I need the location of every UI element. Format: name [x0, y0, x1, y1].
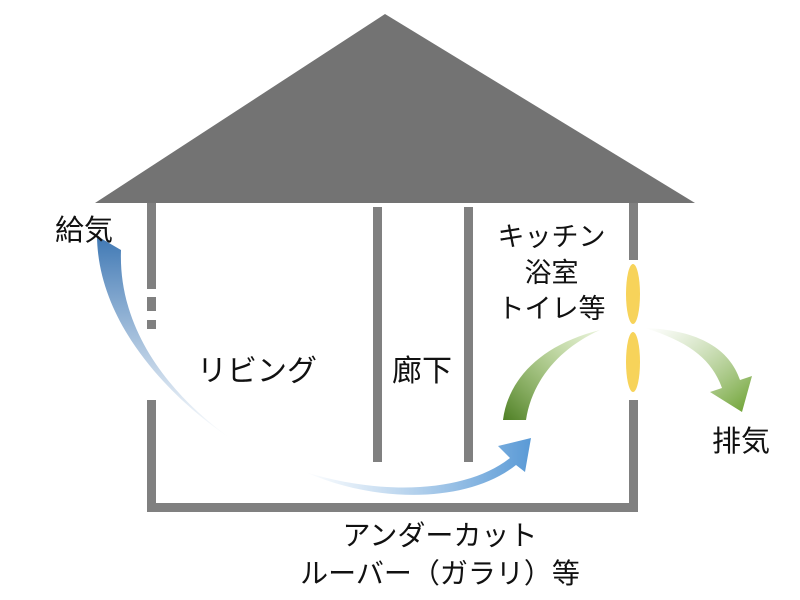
supply-label: 給気 — [55, 213, 114, 247]
roof — [95, 14, 695, 203]
partition-hallway-wetrooms — [464, 207, 473, 462]
wet-rooms-label: キッチン 浴室 トイレ等 — [484, 220, 619, 328]
left-wall-middle — [147, 297, 156, 311]
supply-airflow-arrow-head — [305, 438, 531, 495]
fan-blade-bottom — [626, 332, 640, 392]
undercut-caption-line1: アンダーカット — [342, 519, 538, 552]
wet-rooms-label-kitchen: キッチン — [497, 222, 606, 253]
undercut-caption-line2: ルーバー（ガラリ）等 — [300, 557, 580, 590]
hallway-label: 廊下 — [392, 354, 452, 389]
right-wall-upper — [629, 203, 638, 260]
exhaust-label: 排気 — [712, 424, 771, 458]
supply-airflow-arrow — [97, 236, 230, 438]
wet-rooms-label-toilet: トイレ等 — [497, 294, 606, 325]
floor — [147, 503, 638, 512]
exhaust-fan-icon — [626, 264, 640, 392]
exhaust-airflow-arrow-inner — [503, 330, 600, 420]
left-wall-bottom — [147, 400, 156, 512]
exhaust-airflow-arrow-outer — [645, 328, 752, 412]
living-room-label: リビング — [197, 354, 317, 389]
fan-blade-top — [626, 264, 640, 324]
undercut-caption: アンダーカット ルーバー（ガラリ）等 — [260, 517, 620, 593]
house-walls — [147, 203, 638, 512]
partition-living-hallway — [373, 207, 382, 462]
wet-rooms-label-bath: 浴室 — [524, 258, 579, 289]
right-wall-lower — [629, 400, 638, 512]
left-wall-upper — [147, 203, 156, 289]
left-wall-lower — [147, 320, 156, 329]
